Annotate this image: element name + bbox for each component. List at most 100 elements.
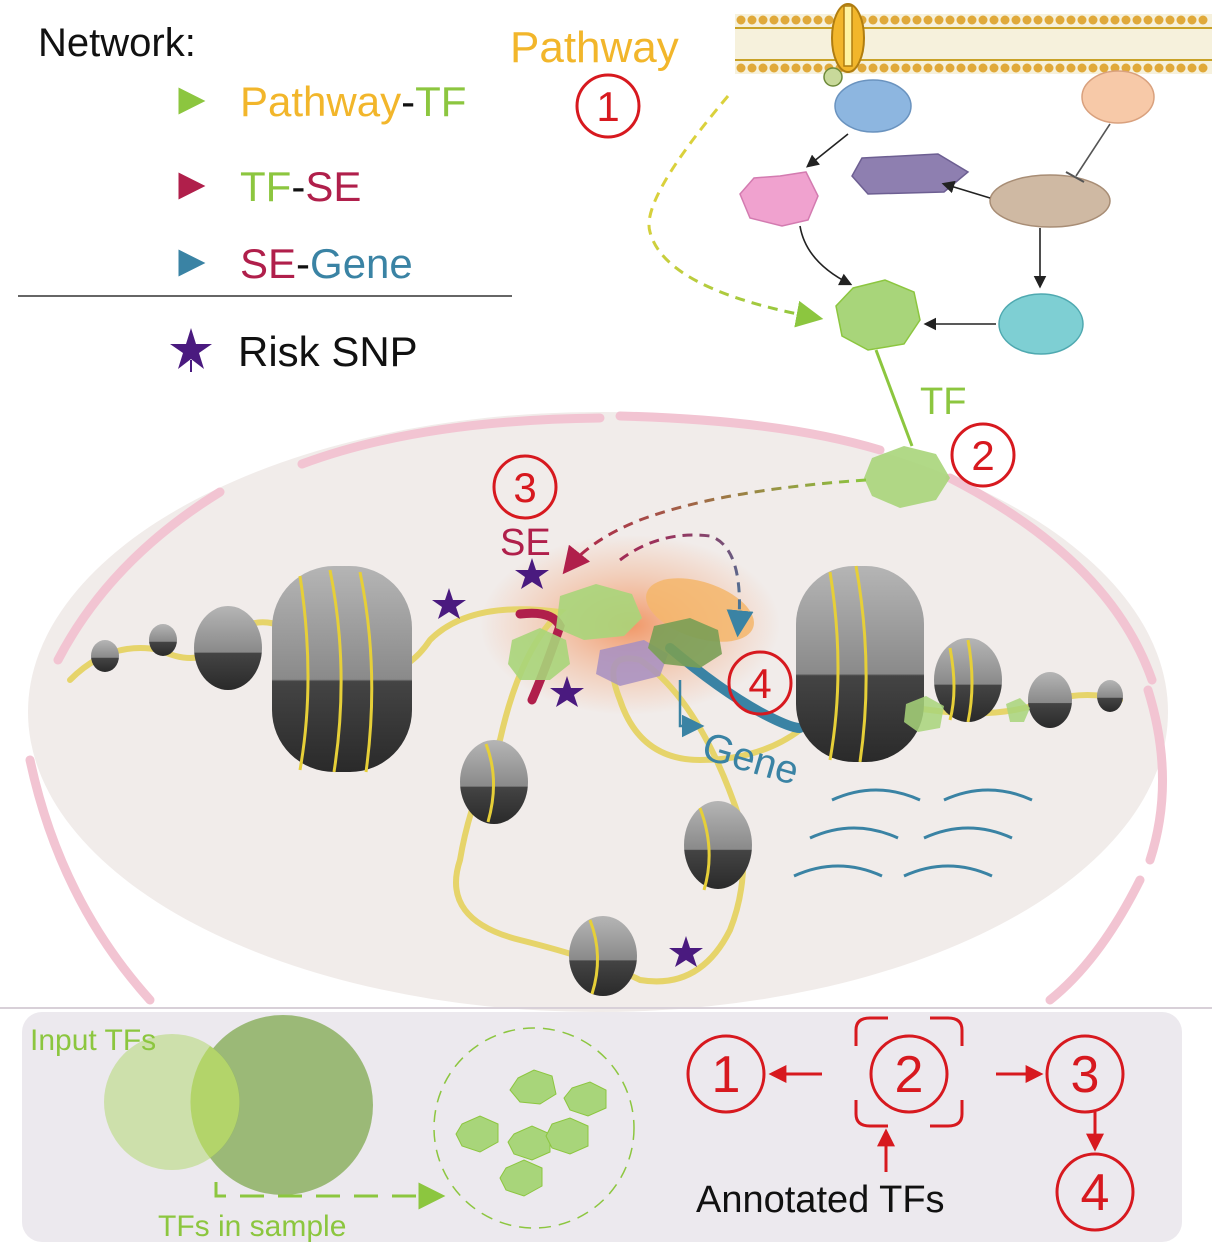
- lipid-head: [1077, 63, 1087, 73]
- lipid-head: [901, 63, 911, 73]
- lipid-head: [1066, 63, 1076, 73]
- lipid-head: [758, 63, 768, 73]
- lipid-head: [802, 63, 812, 73]
- flow-step-2-bracket: [854, 1016, 964, 1128]
- nucleosome: [934, 638, 1002, 722]
- lipid-head: [1066, 15, 1076, 25]
- lipid-head: [747, 15, 757, 25]
- edge-pink-to-tf: [799, 225, 853, 286]
- lipid-head: [1011, 63, 1021, 73]
- dna-wraps: [298, 565, 974, 995]
- venn-overlap: [190, 1046, 240, 1158]
- lipid-head: [978, 63, 988, 73]
- lipid-head: [791, 15, 801, 25]
- step-marker-2: 2: [950, 422, 1016, 488]
- lipid-head: [1165, 15, 1175, 25]
- tf-protein-small: [1006, 698, 1030, 722]
- gene-body: [665, 643, 805, 733]
- flow-step-3: [1045, 1034, 1125, 1114]
- lipid-head: [956, 63, 966, 73]
- tf-protein: [508, 628, 570, 680]
- nucleus: [25, 411, 1168, 1012]
- flow-step-2: [869, 1034, 949, 1114]
- legend-to: Gene: [310, 240, 413, 287]
- nucleosome: [1028, 672, 1072, 728]
- lipid-head: [1000, 15, 1010, 25]
- nucleosome: [91, 640, 119, 672]
- tf-protein: [563, 1081, 607, 1117]
- step-marker-4: 4: [727, 650, 793, 716]
- lipid-head: [780, 15, 790, 25]
- lipid-head: [978, 15, 988, 25]
- pathway-network: [647, 70, 1155, 447]
- lipid-head: [1132, 15, 1142, 25]
- lipid-head: [736, 63, 746, 73]
- legend-to: SE: [305, 163, 361, 210]
- tf-protein: [556, 584, 642, 640]
- lipid-head: [989, 15, 999, 25]
- step-circle: [492, 454, 558, 520]
- lipid-head: [967, 15, 977, 25]
- bottom-panel: Input TFs TFs in sample 1 2 3: [0, 1007, 1212, 1243]
- nucleosome: [569, 916, 637, 996]
- pathway-label: Pathway: [510, 23, 679, 72]
- risk-snps: [432, 558, 703, 967]
- lipid-head: [1099, 63, 1109, 73]
- lipid-head: [879, 63, 889, 73]
- pathway-protein-tan: [989, 174, 1111, 228]
- lipid-head: [1132, 63, 1142, 73]
- lipid-head: [802, 15, 812, 25]
- lipid-head: [956, 15, 966, 25]
- pathway-protein-pink: [739, 171, 819, 227]
- legend-sep: -: [296, 240, 310, 287]
- step-flow: 1 2 3 4: [686, 1016, 1135, 1232]
- lipid-head: [967, 63, 977, 73]
- step-number: 2: [971, 432, 994, 479]
- lipid-head: [1143, 63, 1153, 73]
- legend-item-tf-se: TF-SE: [240, 163, 361, 210]
- pathway-protein-purple: [851, 153, 970, 195]
- legend-to: TF: [415, 78, 466, 125]
- edge-peach-inhibits-tan: [1075, 123, 1111, 177]
- lipid-head: [813, 15, 823, 25]
- arrow-se-to-gene: [619, 533, 754, 638]
- lipid-head: [1077, 15, 1087, 25]
- legend-sep: -: [401, 78, 415, 125]
- arrow-tf-to-se: [562, 478, 867, 575]
- legend-title: Network:: [38, 21, 196, 65]
- lipid-head: [1110, 63, 1120, 73]
- tf-translocation-line: [874, 349, 914, 447]
- mrna-transcripts: [793, 788, 1033, 878]
- tf-pool-proteins: [455, 1069, 607, 1197]
- lipid-head: [1110, 15, 1120, 25]
- lipid-head: [769, 63, 779, 73]
- input-tfs-label: Input TFs: [30, 1024, 156, 1057]
- lipid-head: [824, 15, 834, 25]
- legend-item-se-gene: SE-Gene: [240, 240, 413, 287]
- lipid-head: [747, 63, 757, 73]
- lipid-head: [1055, 15, 1065, 25]
- lipid-head: [923, 63, 933, 73]
- lipid-head: [901, 15, 911, 25]
- lipid-head: [813, 63, 823, 73]
- edge-pathway-to-tf: [647, 95, 824, 328]
- legend-from: TF: [240, 163, 291, 210]
- tf-pool: [433, 1027, 635, 1229]
- lipid-head: [1198, 63, 1208, 73]
- lipid-head: [1022, 63, 1032, 73]
- lipid-head: [890, 63, 900, 73]
- risk-snp: [550, 676, 584, 707]
- lipid-head: [1033, 15, 1043, 25]
- flow-step-1-number: 1: [712, 1046, 741, 1104]
- flow-step-2-number: 2: [895, 1046, 924, 1104]
- lipid-head: [1121, 63, 1131, 73]
- sample-to-pool-arrow: [214, 1182, 446, 1210]
- edge-tan-to-purple: [941, 180, 991, 199]
- lipid-head: [1187, 63, 1197, 73]
- legend-sep: -: [291, 163, 305, 210]
- annotated-tfs-label: Annotated TFs: [696, 1179, 945, 1221]
- flow-step-4: [1055, 1152, 1135, 1232]
- lipid-head: [1000, 63, 1010, 73]
- pathway-protein-blue: [834, 79, 912, 133]
- risk-snp: [669, 936, 703, 967]
